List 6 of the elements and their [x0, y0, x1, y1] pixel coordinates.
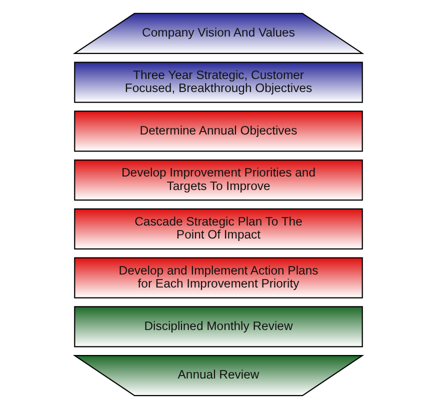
node-box: Three Year Strategic, Customer Focused, Breakthrough Objectives [74, 61, 362, 102]
node-box: Cascade Strategic Plan To The Point Of Impact [74, 208, 362, 249]
node-box: Disciplined Monthly Review [74, 306, 362, 347]
node-box: Develop and Implement Action Plans for Each Improvement Priority [74, 256, 362, 298]
node-box: Determine Annual Objectives [74, 110, 362, 152]
node-box: Develop Improvement Priorities and Targets To Improve [74, 159, 362, 200]
